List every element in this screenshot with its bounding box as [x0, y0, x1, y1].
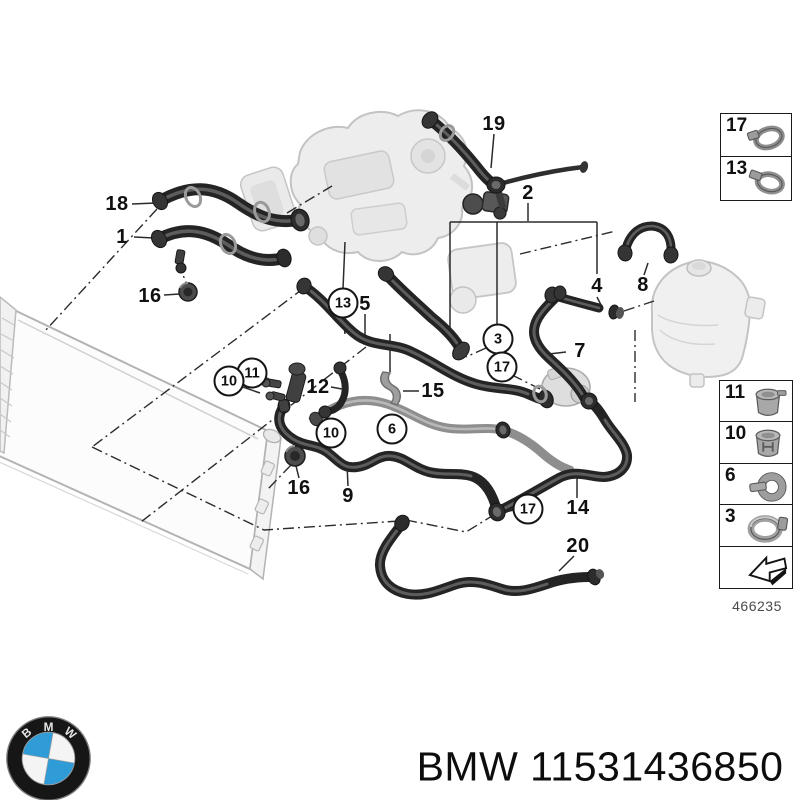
part-label-1-1: 1 [116, 226, 128, 248]
thermostat-unit [462, 189, 510, 220]
part-label-7-8: 7 [574, 340, 586, 362]
circled-label-10-4: 10 [213, 365, 245, 397]
bmw-roundel-logo: B M W [6, 716, 91, 800]
circled-label-17-7: 17 [512, 493, 544, 525]
part-label-5-7: 5 [359, 293, 371, 315]
expansion-tank-faded [650, 259, 766, 388]
circled-label-3-1: 3 [482, 323, 514, 355]
legend-box-13: 13 [720, 156, 792, 202]
legend-box-number: 11 [725, 382, 746, 403]
legend-box-3: 3 [719, 504, 793, 548]
circled-label-10-5: 10 [315, 417, 347, 449]
part-label-18-0: 18 [105, 193, 129, 215]
circled-label-17-2: 17 [486, 351, 518, 383]
hose-14 [492, 397, 633, 517]
legend-box-6: 6 [719, 462, 793, 506]
legend-box-number: 17 [726, 115, 748, 136]
leader-lines [44, 133, 655, 572]
part-number-caption: BMW 11531436850 [416, 743, 784, 790]
hose-clamp-band-icon [744, 162, 790, 200]
legend-box-number: 6 [725, 464, 736, 486]
hose-20 [375, 519, 595, 600]
legend-box-17: 17 [720, 113, 792, 158]
part-label-16-2: 16 [138, 285, 162, 307]
legend-box-10: 10 [719, 421, 793, 465]
hose-5 [299, 268, 551, 405]
hose-clamp-large-icon [745, 508, 791, 546]
sealing-plug-icon [745, 384, 791, 422]
legend-box-11: 11 [719, 380, 793, 423]
hose-18 [154, 183, 304, 228]
part-label-16-11: 16 [287, 477, 311, 499]
fittings [150, 111, 679, 586]
legend-box-number: 13 [726, 158, 748, 180]
logo-letter-m: M [44, 721, 54, 734]
legend-plugs-clips: 11 10 6 3 [719, 380, 793, 589]
part-label-15-10: 15 [421, 380, 445, 402]
circled-label-6-6: 6 [376, 413, 408, 445]
part-label-8-6: 8 [637, 274, 649, 296]
direction-arrow-icon [745, 550, 791, 588]
heat-exchanger-faded [447, 242, 517, 314]
part-label-19-3: 19 [482, 113, 506, 135]
drawing-number: 466235 [732, 598, 782, 614]
legend-box-number: 3 [725, 506, 736, 528]
hose-9 [274, 401, 500, 509]
hose-7 [529, 288, 590, 404]
sealing-plug-h-icon [745, 425, 791, 463]
part-label-2-4: 2 [522, 182, 534, 204]
bracket-15 [380, 371, 402, 406]
legend-box-arrow [719, 545, 793, 589]
circled-label-13-0: 13 [327, 287, 359, 319]
part-label-14-13: 14 [566, 497, 590, 519]
hose-8 [620, 221, 676, 258]
part-label-20-14: 20 [566, 535, 590, 557]
radiator [0, 296, 282, 581]
part-label-9-12: 9 [342, 485, 354, 507]
engine-assembly-faded [239, 109, 473, 262]
grommet-16-lower [284, 445, 306, 467]
t-fitting [261, 362, 307, 413]
retaining-clip-icon [745, 467, 791, 505]
legend-box-number: 10 [725, 423, 747, 445]
hose-clamp-icon [744, 119, 790, 157]
hose-1 [153, 225, 290, 267]
part-label-12-9: 12 [306, 376, 330, 398]
grommet-16-upper [178, 282, 198, 302]
part-label-4-5: 4 [591, 275, 603, 297]
hose-6 [311, 396, 575, 475]
